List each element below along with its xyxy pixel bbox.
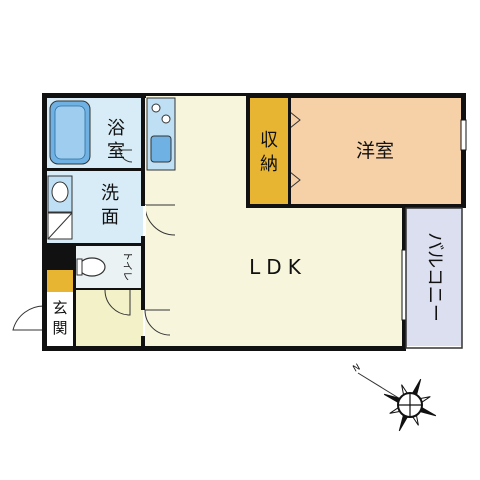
dark-block [45, 245, 73, 270]
label-storage-char2: 納 [260, 154, 278, 175]
door-toilet [104, 289, 131, 316]
closet-door [289, 111, 301, 189]
label-entrance-char1: 玄 [52, 299, 67, 317]
label-western-room: 洋室 [356, 140, 394, 162]
label-balcony: バルコニー [424, 232, 445, 322]
western-room [290, 96, 464, 204]
compass-rose-icon: N [352, 363, 437, 432]
storage-closet [250, 96, 288, 204]
washbasin-icon [51, 181, 69, 203]
ldk-area-south [248, 206, 404, 348]
stove-burner-icon [151, 103, 161, 113]
shoe-box [45, 270, 73, 292]
door-ldk [144, 309, 171, 336]
label-wash-char2: 面 [101, 207, 119, 228]
label-wash-char1: 洗 [101, 183, 119, 204]
toilet-icon [78, 257, 106, 277]
label-toilet: トイレ [121, 251, 132, 281]
hall-area [75, 290, 143, 348]
stove-burner-icon [161, 114, 171, 124]
window-western [460, 119, 467, 151]
label-storage-char1: 収 [260, 130, 278, 151]
label-bath-char2: 室 [107, 141, 125, 162]
balcony-outline [405, 207, 463, 349]
label-entrance-char2: 関 [52, 319, 67, 337]
label-ldk: LDK [249, 255, 307, 279]
sink-icon [150, 135, 172, 163]
door-entrance [12, 305, 46, 331]
entrance-area [45, 290, 75, 348]
label-bath-char1: 浴 [107, 118, 125, 139]
compass-north-label: N [352, 363, 363, 375]
door-bath [119, 149, 133, 163]
balcony-area [406, 208, 462, 346]
